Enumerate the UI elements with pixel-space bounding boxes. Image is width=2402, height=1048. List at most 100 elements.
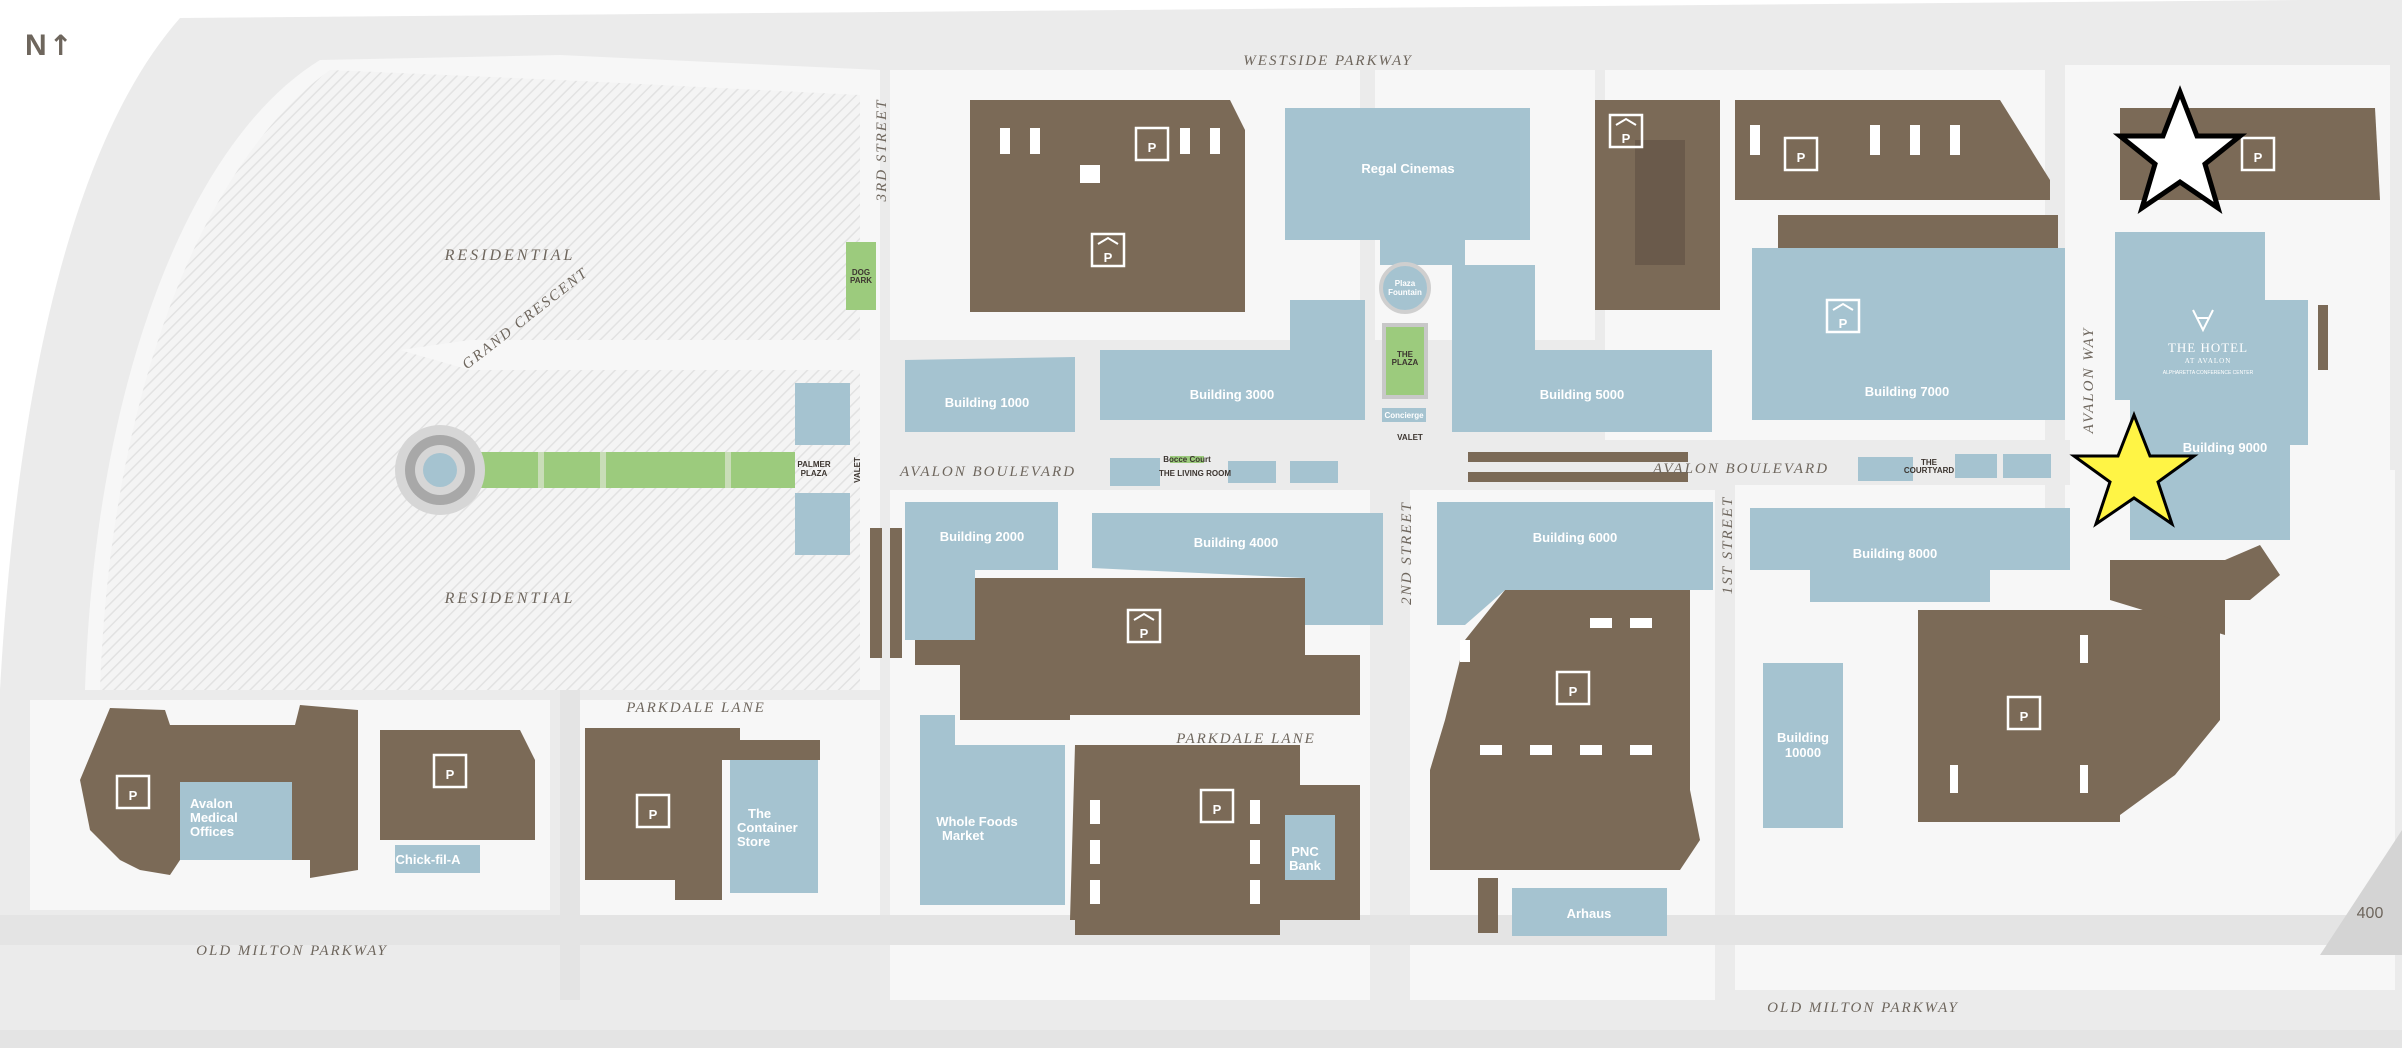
hotel-label: THE HOTEL xyxy=(2168,340,2248,355)
svg-text:VALET: VALET xyxy=(853,457,862,483)
parking-icon[interactable]: P xyxy=(1199,788,1235,824)
third-street-label: 3RD STREET xyxy=(874,99,890,203)
medical-offices-label: Medical xyxy=(190,810,238,825)
building-4000[interactable] xyxy=(1092,513,1383,625)
svg-text:P: P xyxy=(129,788,138,803)
dog-park[interactable] xyxy=(846,242,876,310)
svg-text:P: P xyxy=(446,767,455,782)
svg-text:COURTYARD: COURTYARD xyxy=(1904,466,1955,475)
parkdale-lane-label: PARKDALE LANE xyxy=(625,700,765,716)
parking-covered-icon[interactable]: P xyxy=(1608,113,1644,149)
parking-deck-parkdale[interactable] xyxy=(1070,745,1360,935)
building-10000[interactable] xyxy=(1763,663,1843,828)
building-labels: Regal Cinemas Building 1000 Building 300… xyxy=(190,161,2267,921)
westside-parkway-label: WESTSIDE PARKWAY xyxy=(1243,53,1412,69)
parking-deck-chickfila[interactable] xyxy=(380,730,535,840)
whole-foods-label: Whole Foods xyxy=(936,814,1018,829)
avalon-boulevard-label: AVALON BOULEVARD xyxy=(899,464,1076,480)
svg-text:Plaza: Plaza xyxy=(1395,279,1416,288)
arhaus[interactable] xyxy=(1512,888,1667,936)
parking-covered-icon[interactable]: P xyxy=(1126,608,1162,644)
concierge[interactable] xyxy=(1382,408,1426,422)
parking-icon[interactable]: P xyxy=(432,753,468,789)
building-7000[interactable] xyxy=(1752,248,2065,420)
building-10000-label: 10000 xyxy=(1785,745,1821,760)
svg-text:PALMER: PALMER xyxy=(797,460,830,469)
parking-deck-west[interactable] xyxy=(585,728,820,900)
avalon-boulevard-label: AVALON BOULEVARD xyxy=(1652,461,1829,477)
pnc-bank[interactable] xyxy=(1285,815,1335,880)
pnc-bank-label: Bank xyxy=(1289,858,1322,873)
pnc-bank-label: PNC xyxy=(1291,844,1319,859)
residential-zone xyxy=(100,70,860,690)
building-9000-label: Building 9000 xyxy=(2183,440,2268,455)
parking-icon[interactable]: P xyxy=(2240,136,2276,172)
svg-text:PLAZA: PLAZA xyxy=(1392,358,1419,367)
building-8000-label: Building 8000 xyxy=(1853,546,1938,561)
parking-icon[interactable]: P xyxy=(635,793,671,829)
parking-covered-icon[interactable]: P xyxy=(1825,298,1861,334)
chick-fil-a-label: Chick-fil-A xyxy=(396,852,462,867)
parking-icon[interactable]: P xyxy=(1134,126,1170,162)
building-5000[interactable] xyxy=(1452,265,1712,432)
yellow-star-icon[interactable] xyxy=(2069,410,2199,528)
svg-text:P: P xyxy=(649,807,658,822)
parking-icon[interactable]: P xyxy=(2006,695,2042,731)
first-street-label: 1ST STREET xyxy=(1720,496,1736,595)
building-3000-label: Building 3000 xyxy=(1190,387,1275,402)
parking-icon[interactable]: P xyxy=(1555,670,1591,706)
medical-offices-label: Offices xyxy=(190,824,234,839)
svg-text:VALET: VALET xyxy=(1397,433,1423,442)
the-plaza-green[interactable] xyxy=(1382,323,1428,399)
svg-text:PARK: PARK xyxy=(850,276,872,285)
building-6000[interactable] xyxy=(1437,502,1713,625)
svg-text:P: P xyxy=(1569,684,1578,699)
svg-text:Fountain: Fountain xyxy=(1388,288,1422,297)
building-2000-label: Building 2000 xyxy=(940,529,1025,544)
svg-text:P: P xyxy=(1140,626,1149,641)
svg-text:P: P xyxy=(1148,140,1157,155)
building-3000[interactable] xyxy=(1100,300,1365,420)
parking-deck-north-east-shadow xyxy=(1635,140,1685,265)
regal-cinemas[interactable] xyxy=(1285,108,1530,265)
svg-text:THE: THE xyxy=(1921,458,1938,467)
parking-deck-north-center[interactable] xyxy=(970,100,1245,312)
svg-text:P: P xyxy=(1104,250,1113,265)
building-2000[interactable] xyxy=(905,502,1058,640)
retail-buildings xyxy=(180,108,2308,936)
svg-text:Concierge: Concierge xyxy=(1384,411,1424,420)
parking-deck-north-far[interactable] xyxy=(1735,100,2050,200)
chick-fil-a[interactable] xyxy=(395,845,480,873)
whole-foods-label: Market xyxy=(942,828,985,843)
parking-icon[interactable]: P xyxy=(1783,136,1819,172)
parking-deck-building-4000[interactable] xyxy=(915,578,1360,735)
parking-icon[interactable]: P xyxy=(115,774,151,810)
building-6000-label: Building 6000 xyxy=(1533,530,1618,545)
residential-label: RESIDENTIAL xyxy=(444,247,576,264)
svg-text:P: P xyxy=(1797,150,1806,165)
scale-number: 400 xyxy=(2357,905,2384,922)
parking-deck-building-6000[interactable] xyxy=(1430,590,1700,870)
north-letter: N xyxy=(25,29,47,62)
container-store[interactable] xyxy=(730,760,818,893)
plaza-fountain[interactable] xyxy=(1379,262,1431,314)
whole-foods-market[interactable] xyxy=(920,715,1065,905)
arhaus-label: Arhaus xyxy=(1567,906,1612,921)
building-5000-label: Building 5000 xyxy=(1540,387,1625,402)
building-1000[interactable] xyxy=(905,357,1075,432)
regal-cinemas-label: Regal Cinemas xyxy=(1361,161,1454,176)
building-8000[interactable] xyxy=(1750,508,2070,602)
hotel-logo-icon xyxy=(2192,309,2214,333)
building-1000-label: Building 1000 xyxy=(945,395,1030,410)
container-store-label: Store xyxy=(737,834,770,849)
container-store-label: The xyxy=(748,806,771,821)
parking-covered-icon[interactable]: P xyxy=(1090,232,1126,268)
white-star-icon[interactable] xyxy=(2112,85,2248,215)
north-arrow-icon: ↑ xyxy=(49,29,72,62)
building-10000-label: Building xyxy=(1777,730,1829,745)
parking-deck-east[interactable] xyxy=(1918,610,2220,822)
old-milton-parkway-label: OLD MILTON PARKWAY xyxy=(196,943,388,959)
avalon-medical-offices[interactable] xyxy=(180,782,292,860)
bocce-court[interactable] xyxy=(1170,456,1204,463)
palmer-circle[interactable] xyxy=(395,425,485,515)
